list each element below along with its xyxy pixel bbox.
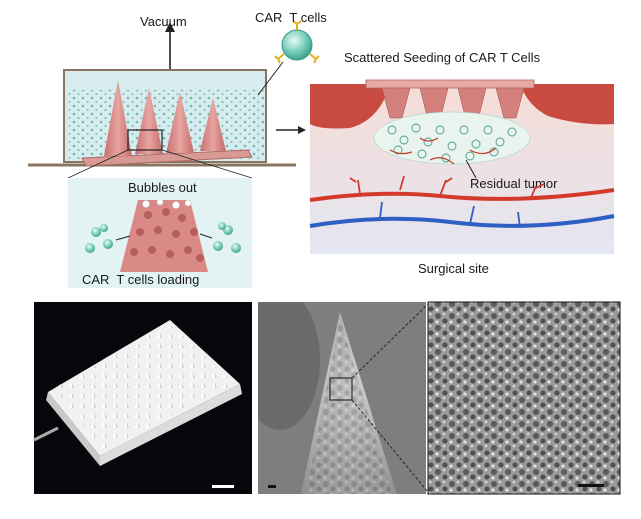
bubbles-out-label: Bubbles out [128,180,197,195]
sem-porous-surface [428,302,620,494]
process-arrow [276,126,306,134]
pore-texture [428,302,620,494]
car-t-loading-label: CAR T cells loading [82,272,199,287]
applied-patch [366,80,534,88]
scale-bar-photo [212,485,234,488]
schematic-surgical-site: Scattered Seeding of CAR T Cells Residua… [310,50,614,276]
chamber-liquid [66,90,264,160]
sem-single-microneedle [240,290,428,498]
vacuum-label: Vacuum [140,14,187,29]
car-t-cells-label: CAR T cells [255,10,327,25]
surgical-site-label: Surgical site [418,261,489,276]
scale-bar-pores [578,484,604,487]
photo-microneedle-patch [34,302,252,494]
schematic-vacuum-loading: Vacuum CAR T cells Bubbles out [28,10,327,288]
car-t-cell-icon [275,21,319,63]
seeded-cell-cluster [374,112,530,164]
scale-bar-sem [268,485,276,488]
scattered-seeding-label: Scattered Seeding of CAR T Cells [344,50,541,65]
residual-tumor-label: Residual tumor [470,176,558,191]
